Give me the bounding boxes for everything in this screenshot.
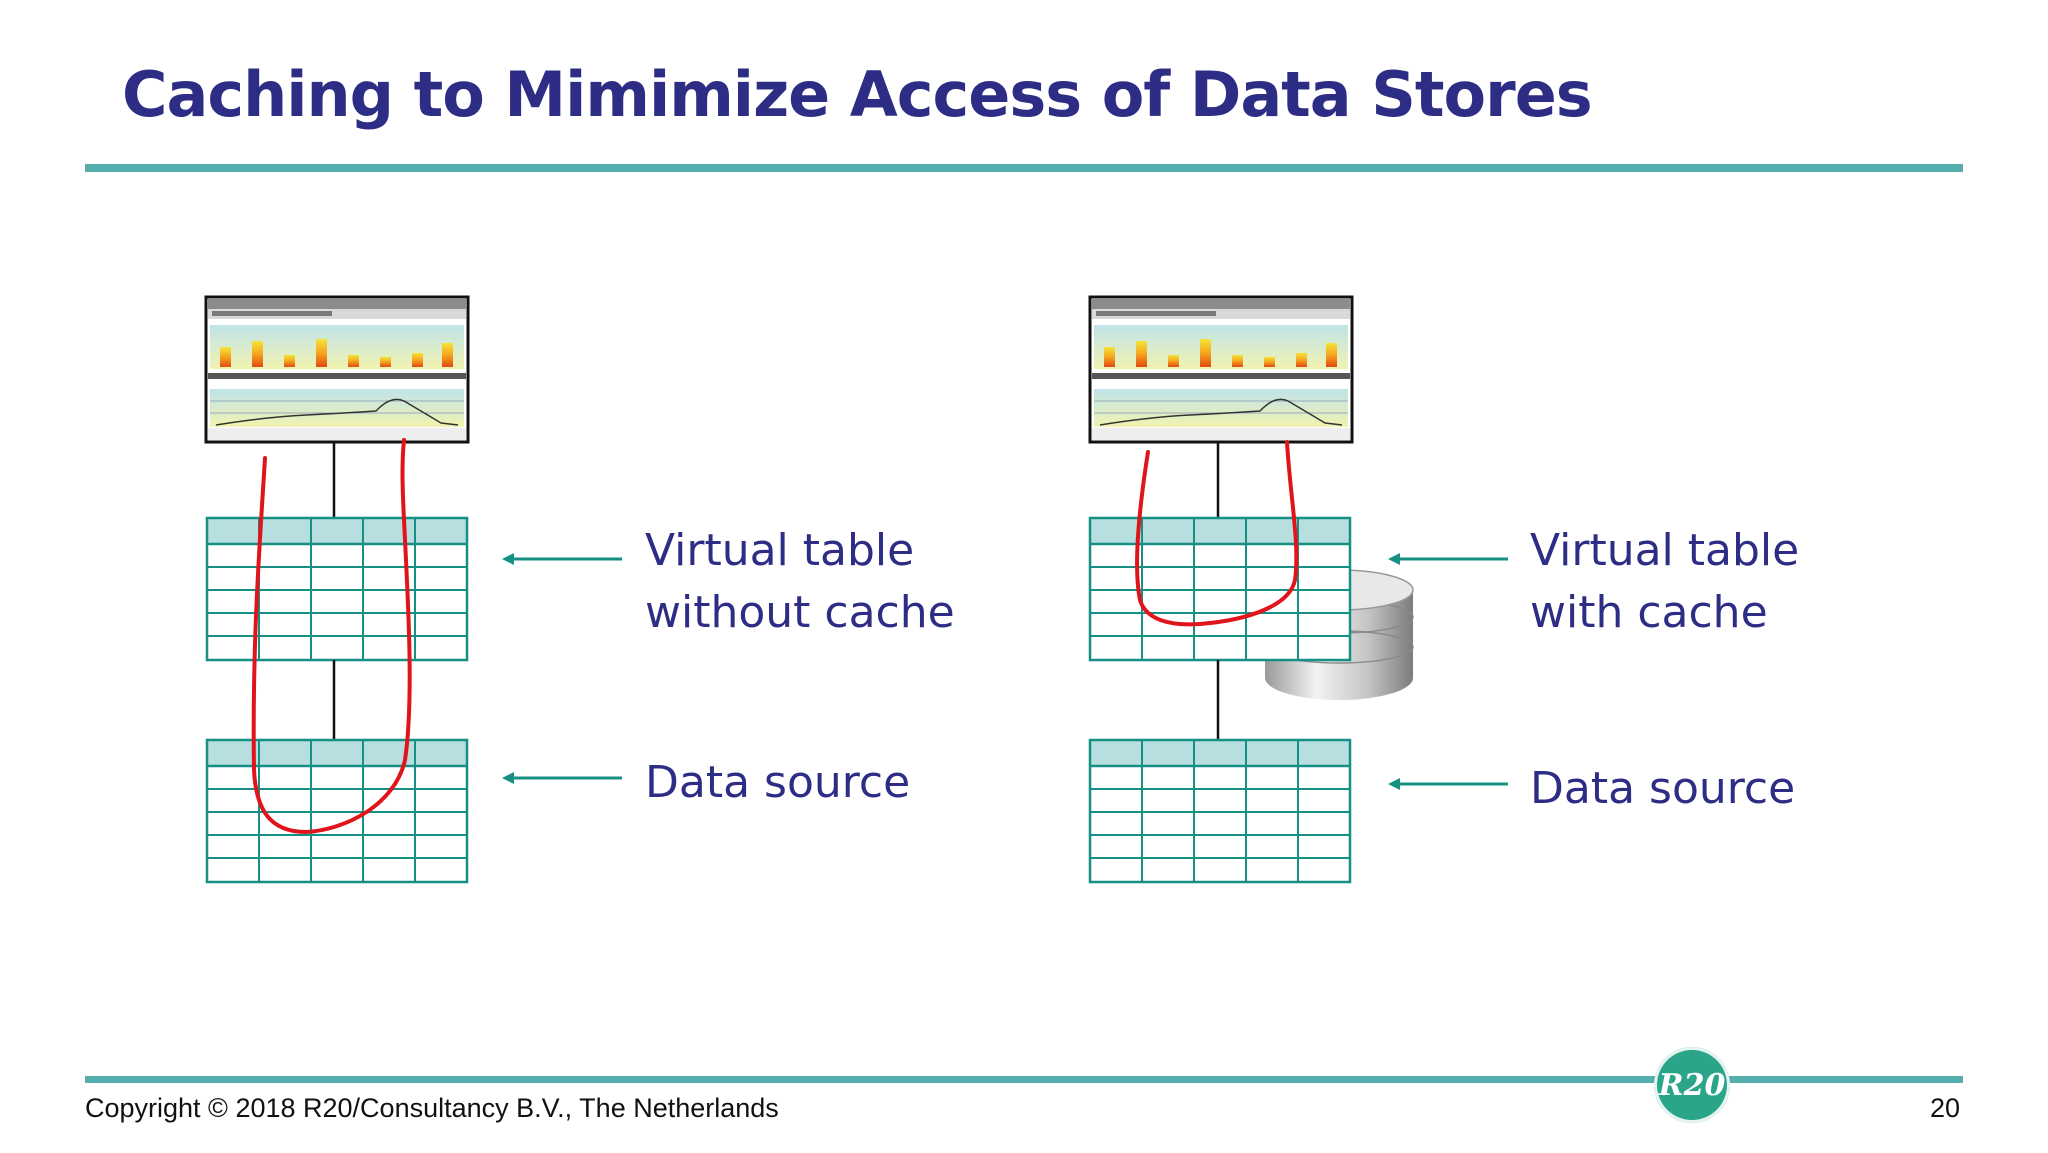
right-data-source-label: Data source (1530, 763, 1796, 814)
right-source-arrow-icon (1386, 776, 1510, 792)
left-virtual-arrow-icon (500, 551, 624, 567)
footer-divider (85, 1076, 1963, 1083)
right-virtual-label-line1: Virtual table (1530, 525, 1800, 576)
left-virtual-table (205, 516, 469, 662)
left-source-arrow-icon (500, 770, 624, 786)
title-divider (85, 164, 1963, 172)
right-data-source-table (1088, 738, 1352, 884)
left-virtual-label-line1: Virtual table (645, 525, 915, 576)
left-query-path (251, 438, 412, 835)
right-virtual-arrow-icon (1386, 551, 1510, 567)
slide-title: Caching to Mimimize Access of Data Store… (122, 58, 1593, 131)
page-number: 20 (1929, 1093, 1960, 1123)
right-virtual-label-line2: with cache (1530, 587, 1768, 638)
left-dashboard-icon (204, 295, 470, 444)
left-data-source-table (205, 738, 469, 884)
copyright-text: Copyright © 2018 R20/Consultancy B.V., T… (85, 1093, 779, 1123)
right-dashboard-icon (1088, 295, 1354, 444)
right-virtual-table (1088, 516, 1352, 662)
left-data-source-label: Data source (645, 757, 911, 808)
r20-logo: R20 (1654, 1047, 1730, 1123)
left-virtual-label-line2: without cache (645, 587, 955, 638)
left-virtual-table-label: Virtual table without cache (645, 520, 955, 644)
right-query-path (1135, 440, 1299, 627)
right-virtual-table-label: Virtual table with cache (1530, 520, 1799, 644)
